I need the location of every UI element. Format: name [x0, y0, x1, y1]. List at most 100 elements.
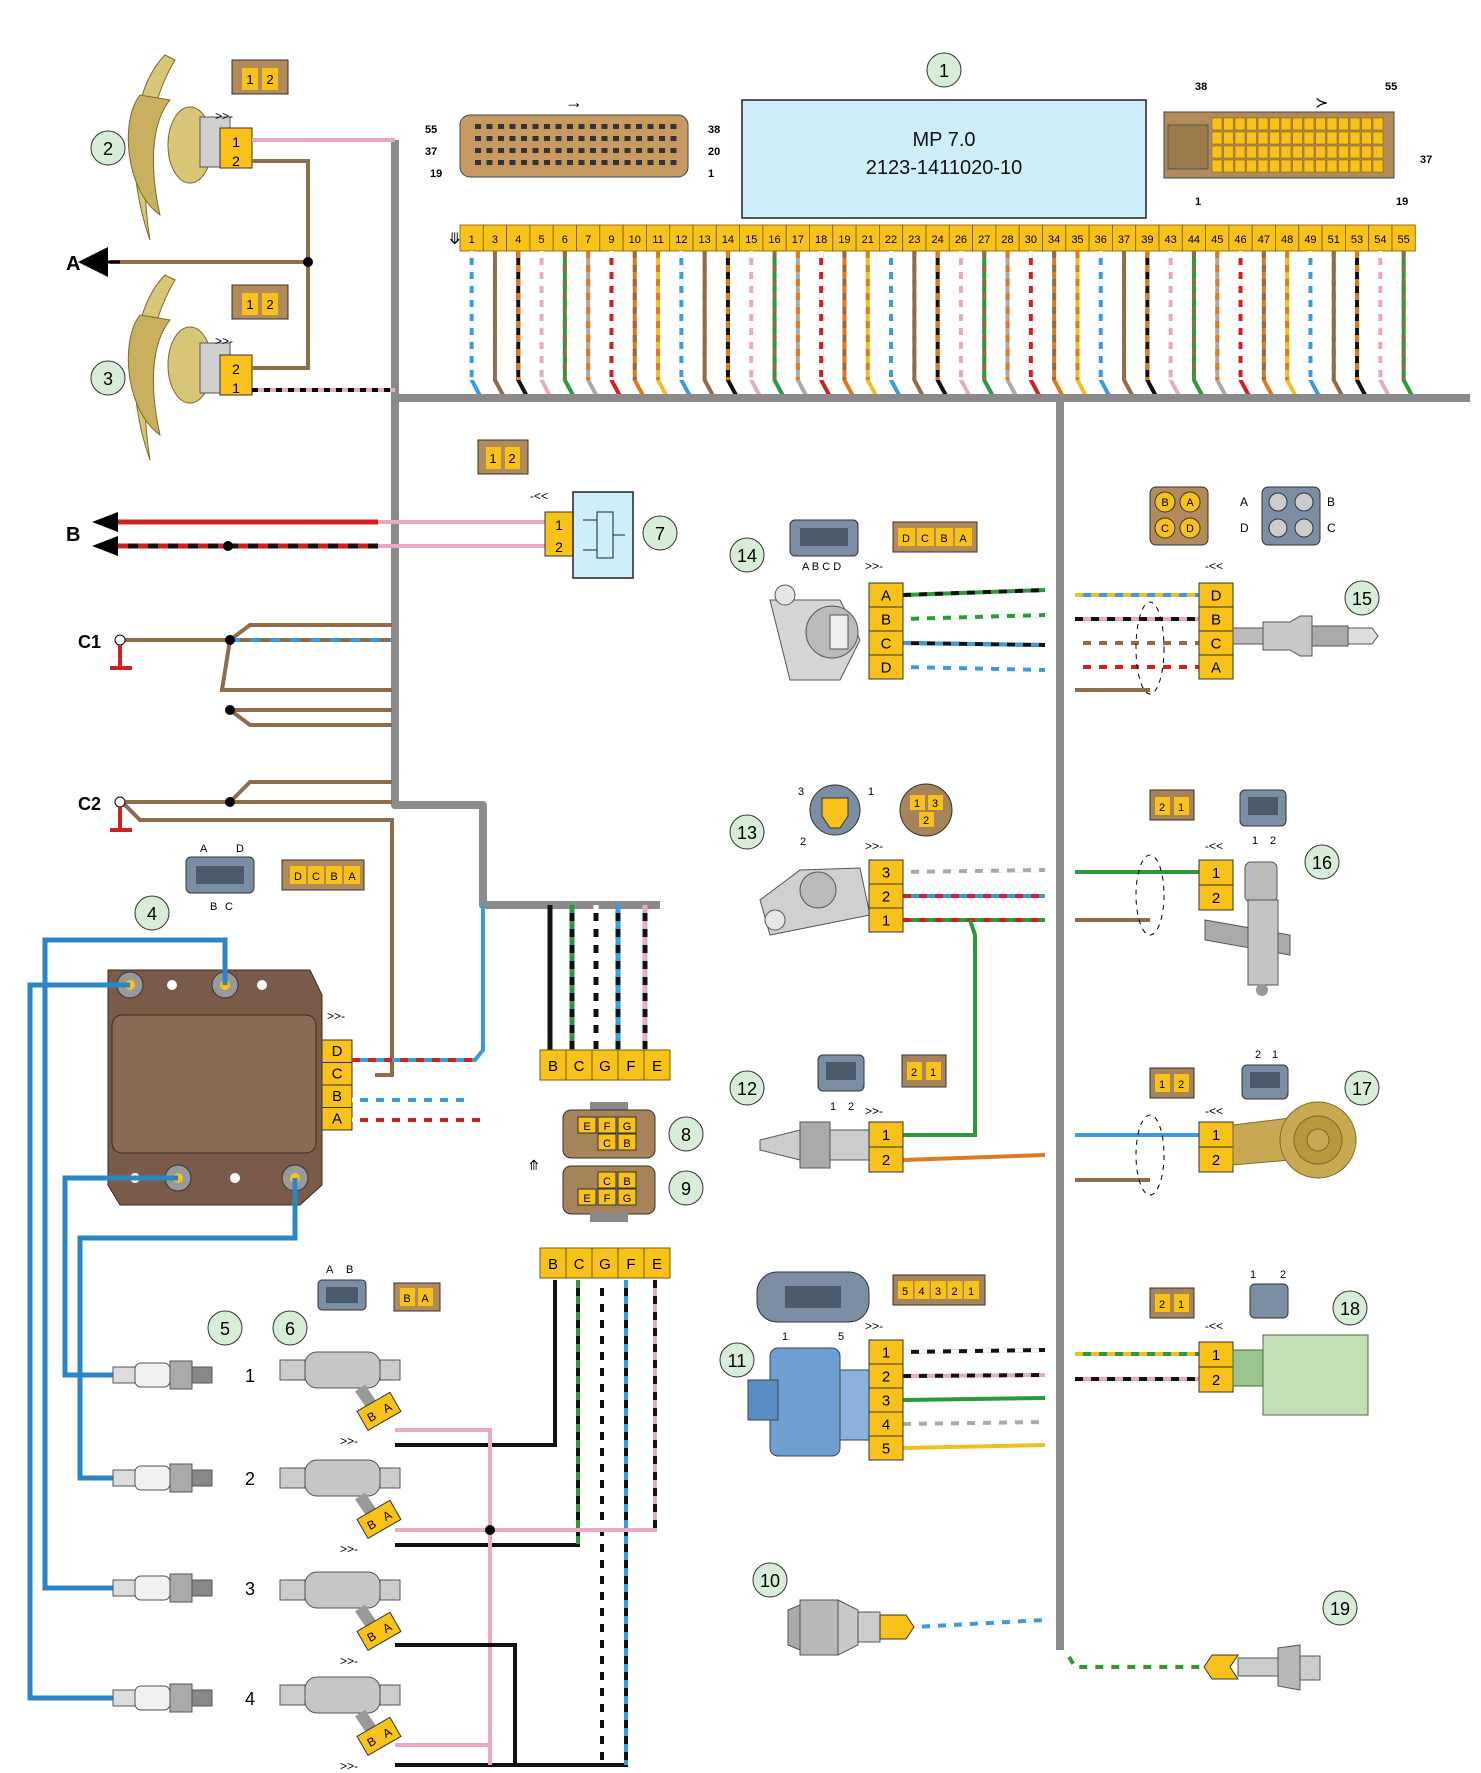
- ecu-pin-label: 16: [768, 234, 780, 246]
- face-pin: [486, 124, 493, 129]
- side-pin: [1269, 145, 1280, 159]
- inj-face-b: B: [346, 1264, 353, 1276]
- c8-face-cell: [577, 1116, 597, 1134]
- side-pin: [1246, 159, 1257, 173]
- ecu-pin-label: 5: [538, 234, 544, 246]
- ecu-pin-label: 37: [1118, 234, 1130, 246]
- shield-loop: [1135, 601, 1165, 695]
- spark-plug-insulator: [134, 1465, 171, 1491]
- sensor-wire-stripe: [902, 1348, 1046, 1354]
- ecu-pin-label: 18: [815, 234, 827, 246]
- injector-inlet: [379, 1467, 401, 1489]
- ecu-pin-label: 6: [562, 234, 568, 246]
- side-pin: [1280, 117, 1292, 131]
- callout-15-label: 15: [1352, 589, 1372, 609]
- callout-10: [752, 1562, 788, 1598]
- bundle-pin-label: C: [574, 1058, 585, 1075]
- spark-plug-thread: [191, 1579, 213, 1597]
- face-pin: [544, 124, 550, 129]
- side-pin: [1349, 131, 1361, 145]
- sensor-wire-stripe: [913, 1618, 1046, 1629]
- label-b: B: [66, 524, 80, 546]
- o2-plug-a: A: [1240, 495, 1248, 509]
- face-pin: [647, 148, 654, 153]
- maf-plug-label: 4: [918, 1286, 924, 1298]
- canister-pin: 1: [1212, 1347, 1220, 1364]
- module-face-c: C: [225, 901, 233, 913]
- side-pin: [1315, 117, 1326, 131]
- maf-connector: [868, 1339, 904, 1461]
- injector-nozzle: [279, 1579, 306, 1601]
- side-pin: [1223, 159, 1234, 173]
- callout-7: [642, 515, 678, 551]
- knock-pin: 1: [1212, 1127, 1220, 1144]
- side-pin: [1211, 159, 1223, 173]
- face-pin: [498, 160, 504, 165]
- face-pin: [567, 136, 573, 141]
- bundle-wires-89: [547, 905, 648, 1050]
- side-pin: [1223, 131, 1234, 145]
- face-pin: [578, 136, 585, 141]
- bundle-pin-label: B: [548, 1256, 558, 1273]
- iac-plug-label: B: [940, 533, 947, 545]
- ecu-pin-label: 1: [469, 234, 475, 246]
- module-pin: D: [332, 1043, 343, 1060]
- spark-plug-insulator: [134, 1362, 171, 1388]
- module-plug-label: B: [330, 871, 337, 883]
- crank-face-1: 1: [1252, 835, 1258, 847]
- face-pin: [532, 136, 539, 141]
- injector-plug: BA: [356, 1499, 402, 1540]
- side-pin: [1303, 159, 1315, 173]
- callout-13-label: 13: [737, 823, 757, 843]
- face-pin: [659, 124, 665, 129]
- iac-valve: [769, 584, 861, 681]
- bundle-pin-label: G: [599, 1058, 611, 1075]
- maf-plug-cell: [931, 1281, 946, 1299]
- ecu-side-pins: [1167, 117, 1384, 173]
- sensor-wire-stripe: [1063, 1648, 1204, 1669]
- c9-face-label: F: [604, 1193, 611, 1205]
- bundle-pin-cell: [539, 1049, 567, 1081]
- face-pin: [567, 160, 573, 165]
- speed-face: 1 2 2 1: [817, 1054, 947, 1113]
- tps-plug-cell: [928, 795, 943, 810]
- callout-19-label: 19: [1330, 1599, 1350, 1619]
- ecu-pin-wires: [469, 251, 1414, 396]
- cylinder-number: 3: [245, 1579, 255, 1599]
- callout-16-label: 16: [1312, 853, 1332, 873]
- tps-pin: 2: [882, 888, 890, 905]
- sensor-wire-stripe: [902, 588, 1046, 597]
- knock-face: 1 2 2 1: [1149, 1049, 1289, 1100]
- ecu-pin-label: 39: [1141, 234, 1153, 246]
- crank-face: 2 1 1 2: [1149, 789, 1287, 847]
- face-pin: [590, 160, 596, 165]
- knock-face-2: 2: [1255, 1049, 1261, 1061]
- face-pin: [601, 124, 608, 129]
- side-pin: [1211, 145, 1223, 159]
- face-pin: [475, 160, 481, 165]
- ecu-pin-label: 43: [1165, 234, 1177, 246]
- knock-face-1: 1: [1272, 1049, 1278, 1061]
- splice-dot: [225, 635, 235, 645]
- c8-face-label: G: [623, 1121, 632, 1133]
- iac-pin: A: [881, 587, 891, 604]
- face-pin: [521, 160, 527, 165]
- module-plug-label: D: [294, 871, 302, 883]
- ecu-pin-label: 45: [1211, 234, 1223, 246]
- face-label-37: 37: [425, 146, 437, 158]
- side-pin: [1257, 159, 1269, 173]
- face-pin: [647, 136, 654, 141]
- face-pin: [624, 160, 631, 165]
- face-pin: [475, 148, 481, 153]
- fan3-pin-1: 1: [232, 380, 240, 396]
- o2-plug-b: B: [1327, 495, 1335, 509]
- side-pin: [1338, 145, 1349, 159]
- face-pin: [555, 124, 562, 129]
- ecu-pin-label: 17: [792, 234, 804, 246]
- ecu-pin-label: 48: [1281, 234, 1293, 246]
- male-arrow-icon: >>-: [340, 1434, 358, 1448]
- side-pin: [1372, 131, 1384, 145]
